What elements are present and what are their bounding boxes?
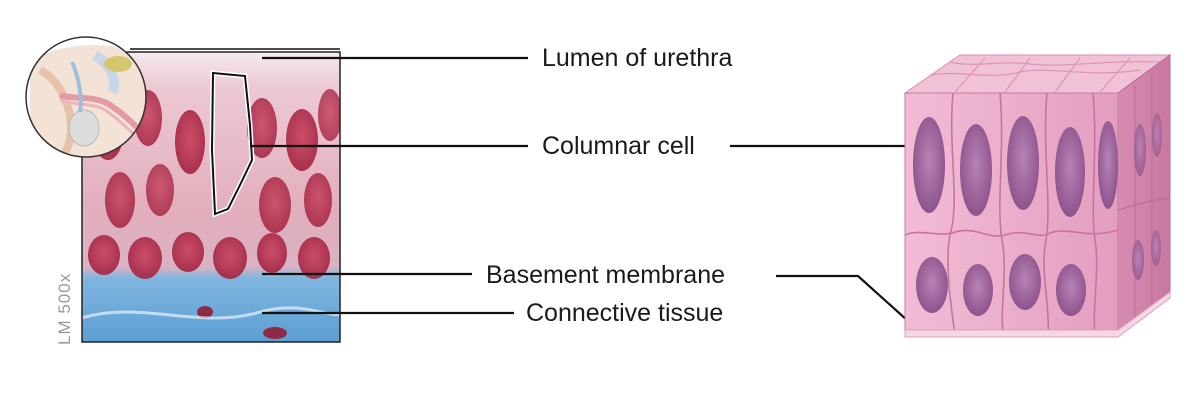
magnification-label: LM 500x — [55, 273, 74, 345]
leader-lines — [250, 56, 919, 331]
label-connective-tissue: Connective tissue — [526, 299, 723, 327]
epithelium-3d-illustration — [903, 54, 1172, 338]
label-basement-membrane: Basement membrane — [486, 261, 725, 289]
label-columnar-cell: Columnar cell — [542, 132, 695, 160]
label-lumen-of-urethra: Lumen of urethra — [542, 44, 732, 72]
illustration-nuclei — [913, 116, 1118, 316]
